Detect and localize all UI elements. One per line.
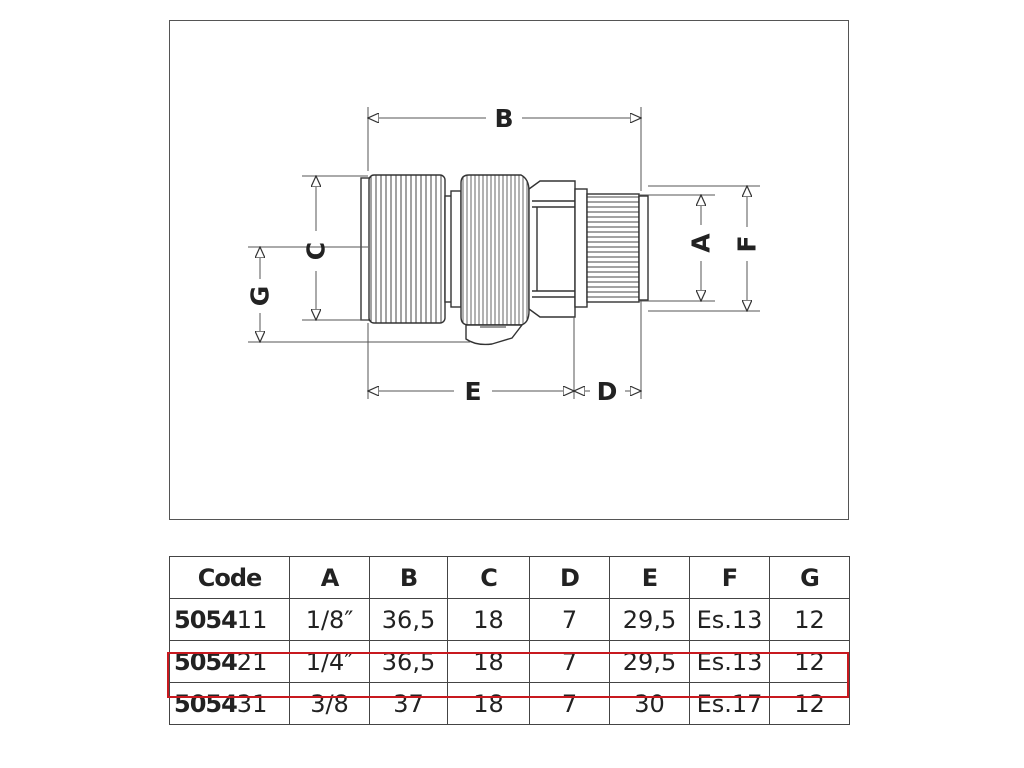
- cell-code: 505411: [169, 598, 290, 641]
- cell-a: 3/8: [289, 682, 370, 725]
- header-e: E: [609, 556, 690, 599]
- cell-e: 29,5: [609, 598, 690, 641]
- bottom-lug: [465, 324, 524, 346]
- code-prefix: 5054: [174, 605, 238, 634]
- dim-label-a: A: [687, 233, 716, 253]
- cell-a: 1/8″: [289, 598, 370, 641]
- drawing-frame: B C G A F E D: [169, 20, 849, 520]
- fitting-body: [360, 174, 649, 346]
- cell-e: 30: [609, 682, 690, 725]
- cell-e: 29,5: [609, 640, 690, 683]
- cell-c: 18: [447, 598, 530, 641]
- cell-d: 7: [529, 682, 610, 725]
- header-code: Code: [169, 556, 290, 599]
- dim-label-b: B: [494, 104, 513, 133]
- table-header-row: Code A B C D E F G: [169, 556, 850, 599]
- cell-b: 37: [369, 682, 448, 725]
- cell-g: 12: [769, 640, 850, 683]
- cell-g: 12: [769, 598, 850, 641]
- cell-d: 7: [529, 640, 610, 683]
- cell-code: 505421: [169, 640, 290, 683]
- knurled-ring: [460, 174, 530, 326]
- cell-f: Es.13: [689, 598, 770, 641]
- code-suffix: 21: [236, 647, 268, 676]
- header-g: G: [769, 556, 850, 599]
- table-row: 505431 3/8 37 18 7 30 Es.17 12: [169, 682, 850, 725]
- cell-c: 18: [447, 682, 530, 725]
- hex-body: [528, 180, 576, 318]
- header-c: C: [447, 556, 530, 599]
- knurled-nut: [368, 174, 446, 324]
- dimension-lines: [248, 107, 760, 399]
- cell-code: 505431: [169, 682, 290, 725]
- cell-f: Es.13: [689, 640, 770, 683]
- header-d: D: [529, 556, 610, 599]
- table-row-highlighted: 505421 1/4″ 36,5 18 7 29,5 Es.13 12: [169, 640, 850, 683]
- cell-f: Es.17: [689, 682, 770, 725]
- table-row: 505411 1/8″ 36,5 18 7 29,5 Es.13 12: [169, 598, 850, 641]
- cell-g: 12: [769, 682, 850, 725]
- dim-label-d: D: [597, 377, 618, 406]
- header-a: A: [289, 556, 370, 599]
- dim-label-e: E: [464, 377, 481, 406]
- cell-d: 7: [529, 598, 610, 641]
- cell-a: 1/4″: [289, 640, 370, 683]
- code-prefix: 5054: [174, 647, 238, 676]
- dim-label-g: G: [246, 286, 275, 307]
- header-f: F: [689, 556, 770, 599]
- cell-b: 36,5: [369, 640, 448, 683]
- code-prefix: 5054: [174, 689, 238, 718]
- code-suffix: 11: [236, 605, 268, 634]
- header-b: B: [369, 556, 448, 599]
- threaded-end: [586, 193, 640, 303]
- technical-drawing: B C G A F E D: [246, 104, 762, 406]
- dimensions-table: Code A B C D E F G 505411 1/8″ 36,5 18 7…: [169, 556, 850, 725]
- code-suffix: 31: [236, 689, 268, 718]
- cell-c: 18: [447, 640, 530, 683]
- dim-label-f: F: [733, 235, 762, 252]
- cell-b: 36,5: [369, 598, 448, 641]
- dim-label-c: C: [302, 242, 331, 260]
